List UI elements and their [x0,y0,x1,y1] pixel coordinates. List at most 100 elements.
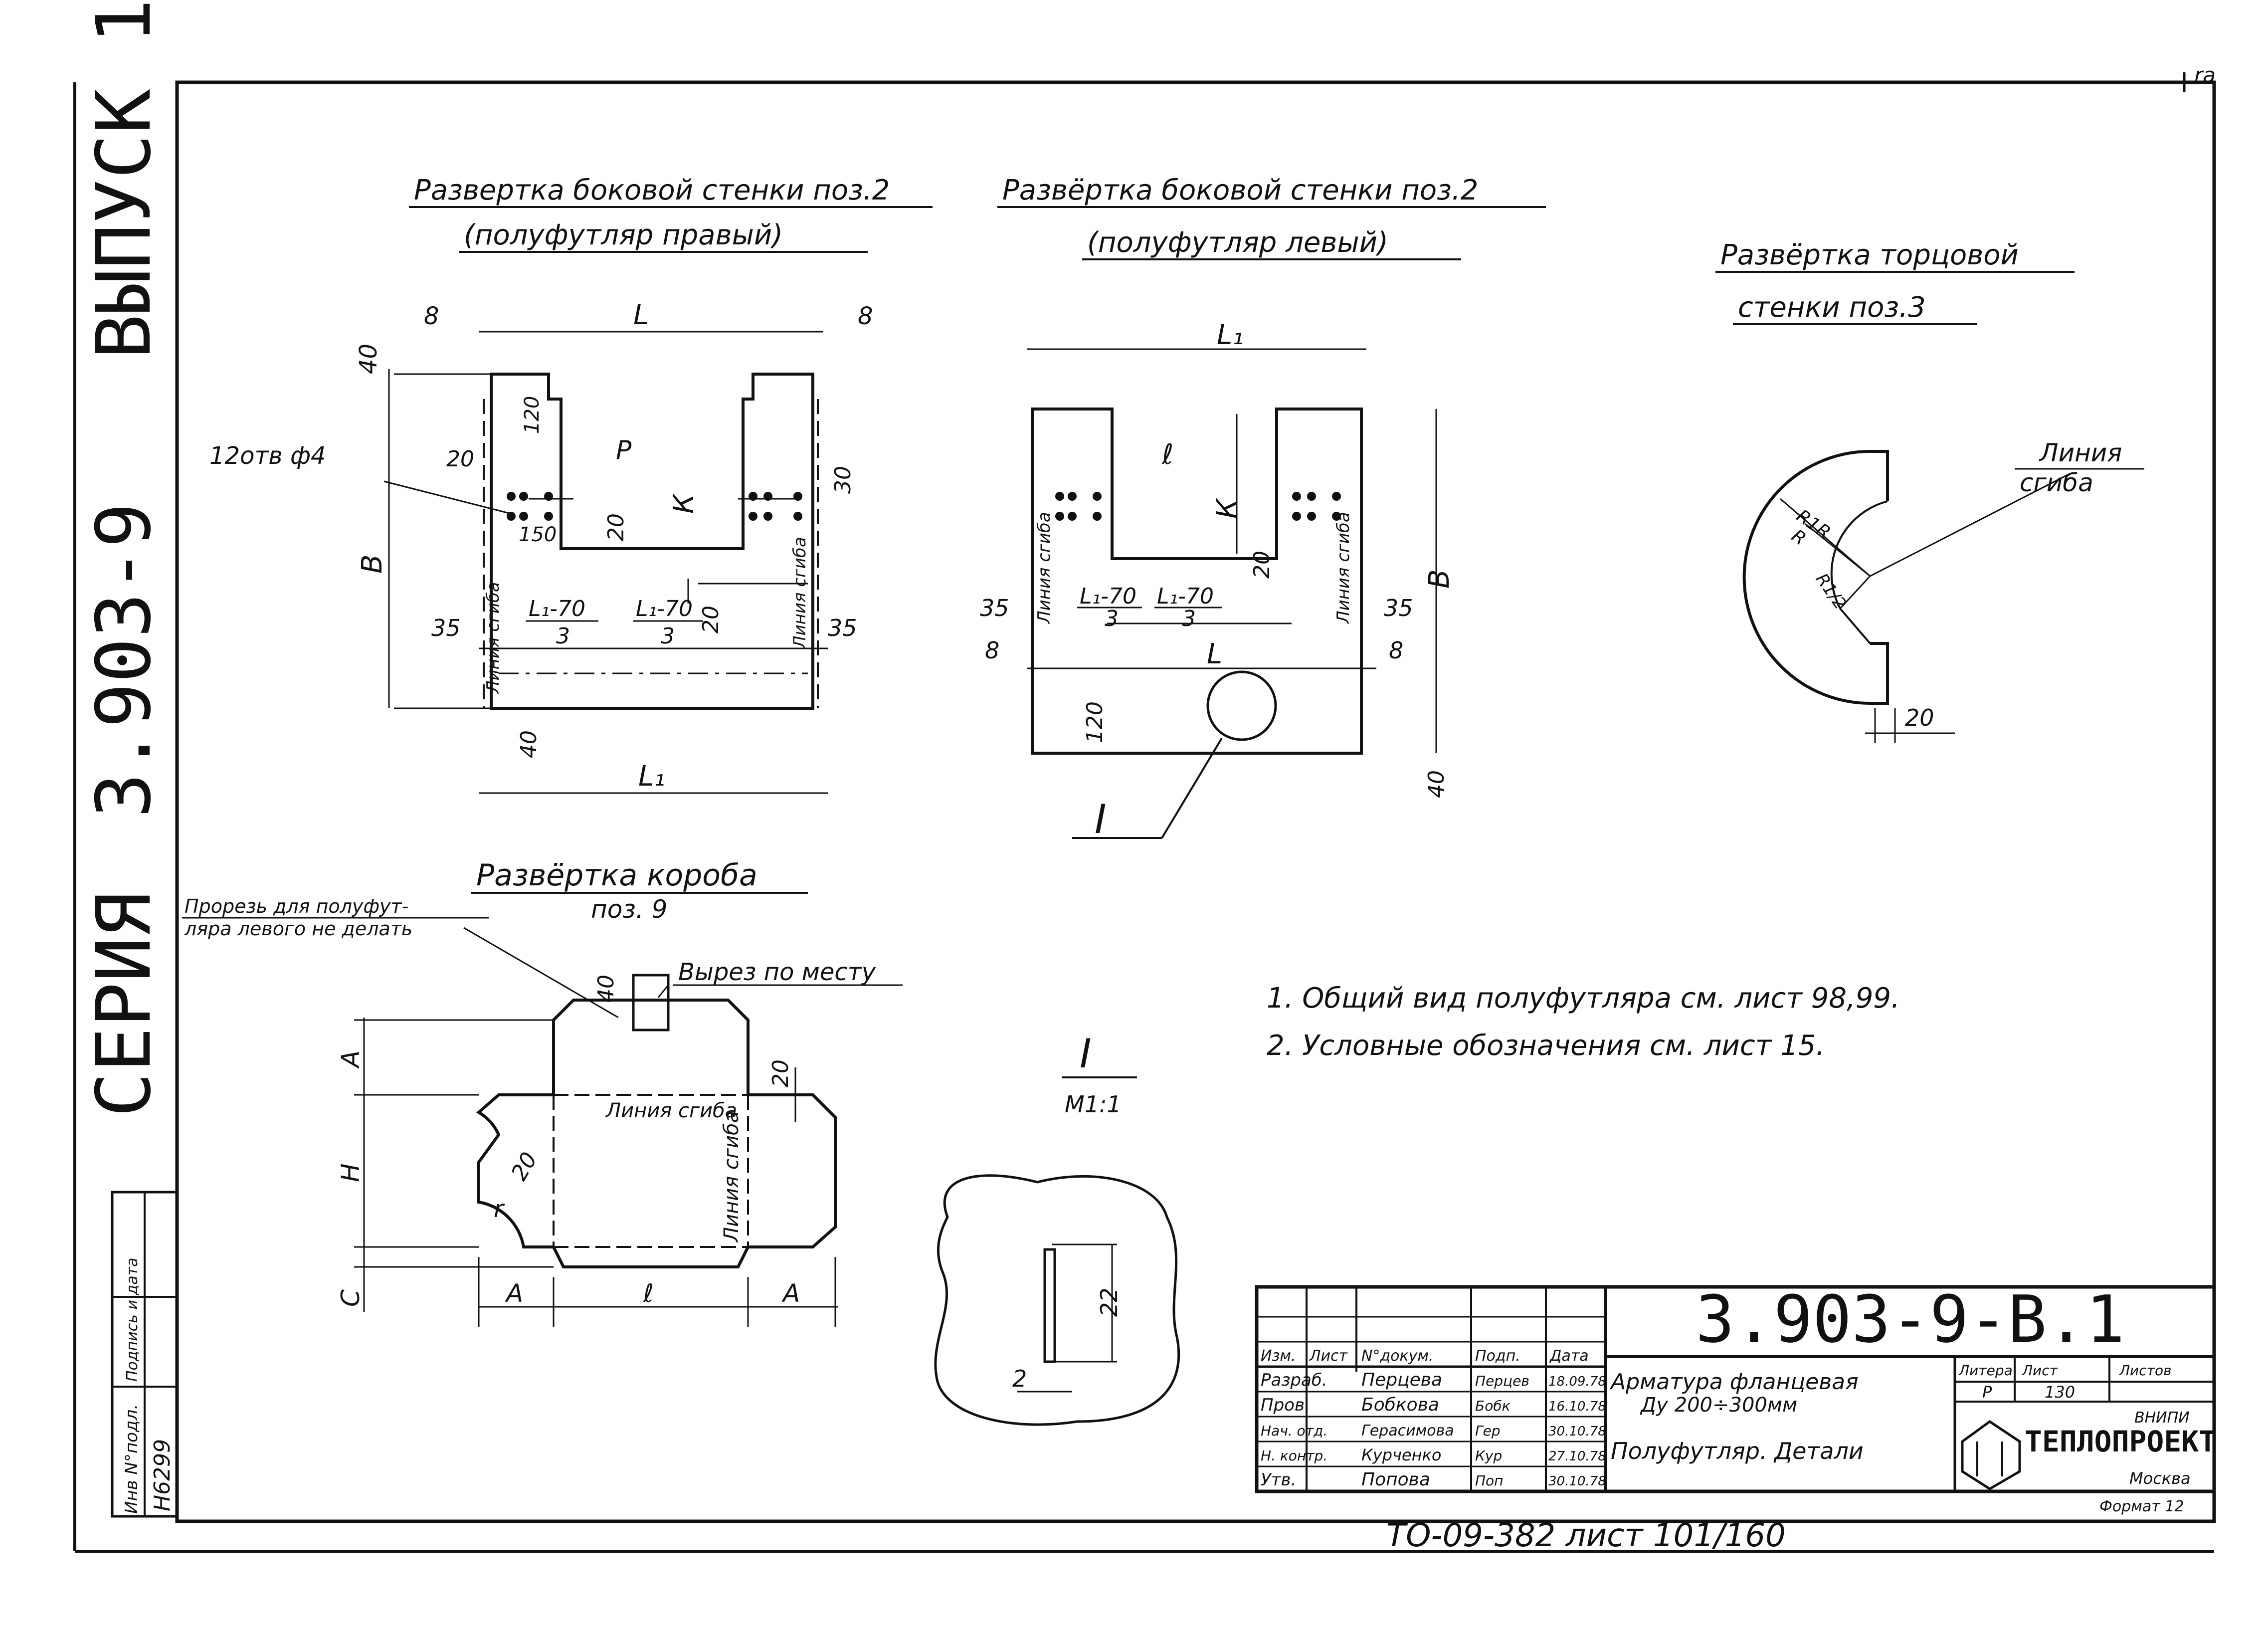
svg-text:12отв ф4: 12отв ф4 [209,442,326,470]
svg-text:Бобк: Бобк [1475,1398,1511,1414]
view-box-subtitle: поз. 9 [591,895,667,924]
org-line3: Москва [2129,1469,2191,1488]
svg-text:Листов: Листов [2119,1362,2172,1379]
corner-tag: ra [2194,63,2216,87]
svg-text:Перцев: Перцев [1475,1373,1529,1389]
svg-text:сгиба: сгиба [2020,468,2093,497]
svg-text:2: 2 [1012,1365,1027,1392]
footer-ref: ТО-09-382 лист 101/160 [1386,1517,1786,1554]
svg-text:20: 20 [1249,551,1275,579]
view-side-left: Развёртка боковой стенки поз.2 (полуфутл… [980,174,1546,842]
svg-text:35: 35 [828,615,857,641]
view-detail-i: I М1:1 22 2 [934,1031,1180,1426]
svg-text:L₁-70: L₁-70 [1080,584,1136,609]
svg-text:Попова: Попова [1361,1469,1430,1490]
view-box-title: Развёртка короба [476,858,757,893]
org-logo [1961,1420,2021,1490]
stamp-sign-label: Подпись и дата [124,1258,141,1382]
detail-i-marker [1206,670,1277,741]
side-right-holes [507,492,802,521]
svg-text:С: С [336,1289,365,1307]
detail-i-slot [1043,1248,1056,1363]
svg-text:30.10.78: 30.10.78 [1548,1424,1606,1439]
svg-text:18.09.78: 18.09.78 [1548,1374,1606,1389]
svg-text:В: В [1423,570,1456,589]
svg-text:40: 40 [516,730,542,758]
svg-text:3: 3 [1182,606,1196,631]
svg-text:Линия: Линия [2039,438,2122,467]
svg-text:20: 20 [506,1148,542,1185]
svg-text:Подп.: Подп. [1475,1347,1520,1365]
format-label: Формат 12 [2099,1498,2184,1515]
svg-text:Изм.: Изм. [1261,1347,1296,1365]
svg-text:40: 40 [355,344,382,374]
svg-text:Н. контр.: Н. контр. [1261,1447,1327,1464]
side-left-holes [1055,492,1341,521]
box-note-line1: Прорезь для полуфут- [185,895,408,917]
svg-text:К: К [668,493,700,514]
svg-text:130: 130 [2045,1383,2075,1402]
svg-text:ℓ: ℓ [1161,438,1173,471]
svg-text:Р: Р [1982,1383,1992,1402]
svg-text:30: 30 [830,466,856,494]
svg-text:Бобкова: Бобкова [1361,1395,1439,1415]
svg-text:120: 120 [1082,701,1108,743]
svg-text:35: 35 [980,595,1009,621]
svg-text:Литера: Литера [1958,1362,2013,1379]
svg-text:I: I [1095,796,1107,842]
svg-text:150: 150 [519,523,557,546]
org-line1: ВНИПИ [2134,1409,2190,1427]
svg-text:Лист: Лист [2022,1362,2058,1379]
view-end-wall-subtitle: стенки поз.3 [1738,291,1926,324]
note-2: 2. Условные обозначения см. лист 15. [1267,1030,1825,1062]
svg-text:20: 20 [446,446,474,472]
series-banner: СЕРИЯ 3.903-9 ВЫПУСК 1 [81,0,168,1117]
product-line1: Арматура фланцевая [1609,1369,1859,1395]
svg-text:L₁: L₁ [638,760,665,793]
svg-text:L₁: L₁ [1217,319,1244,351]
svg-text:Утв.: Утв. [1261,1470,1296,1490]
stamp-inv-value: Н6299 [150,1439,175,1511]
svg-text:В: В [356,555,388,574]
svg-text:I: I [1080,1031,1092,1077]
svg-text:N°докум.: N°докум. [1361,1347,1434,1365]
svg-text:Кур: Кур [1475,1447,1502,1464]
svg-text:Линия сгиба: Линия сгиба [790,537,810,649]
svg-text:А: А [505,1279,523,1308]
svg-text:35: 35 [431,615,461,641]
svg-text:40: 40 [593,975,619,1003]
svg-text:16.10.78: 16.10.78 [1548,1399,1606,1414]
view-end-wall-title: Развёртка торцовой [1720,239,2019,271]
box-outline [476,999,837,1268]
svg-text:L₁-70: L₁-70 [1157,584,1214,609]
svg-text:8: 8 [858,302,873,330]
svg-text:К: К [1211,498,1244,519]
svg-text:3: 3 [556,623,570,649]
svg-text:Линия сгиба: Линия сгиба [483,582,503,694]
end-wall-outer-arc [1742,450,1889,705]
detail-i-break-outline [934,1174,1180,1426]
view-side-right-subtitle: (полуфутляр правый) [464,219,783,251]
svg-text:20: 20 [698,606,724,633]
svg-text:20: 20 [768,1059,793,1087]
view-box: Развёртка короба поз. 9 Прорезь для полу… [182,858,903,1327]
svg-text:Линия сгиба: Линия сгиба [605,1099,737,1122]
svg-text:8: 8 [1389,637,1403,664]
svg-text:3: 3 [1105,606,1119,631]
view-side-right-title: Развертка боковой стенки поз.2 [414,174,890,206]
svg-text:20: 20 [603,513,629,541]
view-end-wall: Развёртка торцовой стенки поз.3 Линия сг… [1715,239,2144,743]
svg-text:L₁-70: L₁-70 [529,596,585,621]
svg-text:L: L [1207,638,1222,670]
side-left-outline [1031,408,1363,755]
view-side-right: Развертка боковой стенки поз.2 (полуфутл… [209,174,933,794]
svg-text:М1:1: М1:1 [1065,1091,1122,1118]
svg-text:Р: Р [616,435,632,465]
title-block: Изм. Лист N°докум. Подп. Дата Разраб. Пе… [1255,1281,2216,1515]
svg-text:Линия сгиба: Линия сгиба [1034,512,1054,624]
svg-text:А: А [781,1279,800,1308]
side-right-outline [490,373,814,710]
org-line2: ТЕПЛОПРОЕКТ [2025,1425,2216,1458]
svg-text:Н: Н [336,1163,365,1182]
